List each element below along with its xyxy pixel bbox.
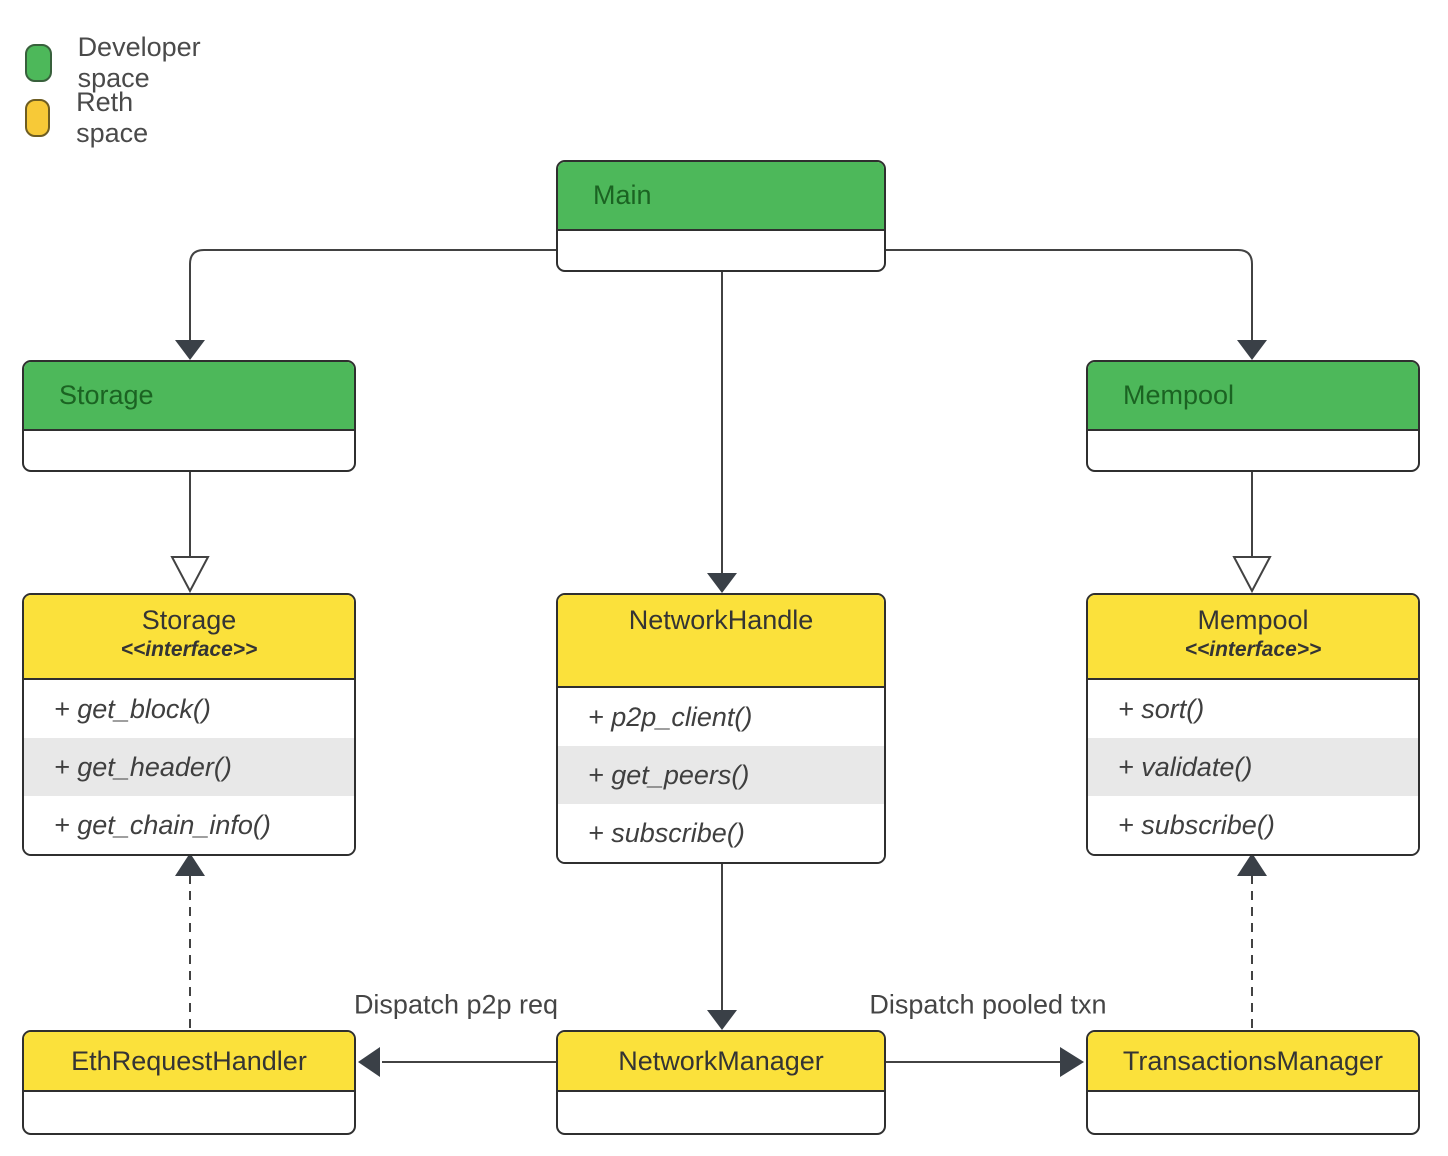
method-row: + p2p_client()	[558, 688, 884, 746]
arrowhead-manager-to-eth-request	[358, 1047, 380, 1077]
node-network-handle-header: NetworkHandle	[558, 595, 884, 688]
node-storage-interface-header: Storage <<interface>>	[24, 595, 354, 680]
arrowhead-network-handle-to-manager	[707, 1010, 737, 1030]
interface-stereotype: <<interface>>	[1184, 638, 1322, 661]
reth-space-swatch	[25, 99, 51, 137]
node-storage: Storage	[22, 360, 356, 472]
node-mempool: Mempool	[1086, 360, 1420, 472]
node-main: Main	[556, 160, 886, 272]
node-network-handle-title: NetworkHandle	[628, 605, 814, 635]
edge-main-to-storage	[189, 249, 556, 342]
method-row: + get_block()	[24, 680, 354, 738]
node-mempool-interface-header: Mempool <<interface>>	[1088, 595, 1418, 680]
node-storage-interface-title: Storage	[141, 605, 237, 635]
hollow-arrowhead-storage-realization	[170, 556, 210, 594]
method-row: + sort()	[1088, 680, 1418, 738]
method-row: + get_chain_info()	[24, 796, 354, 854]
node-storage-title: Storage	[24, 362, 354, 431]
edge-label-dispatch-pooled: Dispatch pooled txn	[869, 989, 1107, 1020]
arrowhead-transactions-to-mempool-interface	[1237, 853, 1267, 876]
interface-stereotype: <<interface>>	[120, 638, 258, 661]
hollow-arrowhead-mempool-realization	[1232, 556, 1272, 594]
legend-label: Developer space	[77, 32, 201, 93]
legend-label: Reth space	[76, 87, 149, 148]
node-eth-request-handler: EthRequestHandler	[22, 1030, 356, 1135]
arrowhead-main-to-network-handle	[707, 573, 737, 593]
node-eth-request-handler-title: EthRequestHandler	[24, 1032, 354, 1092]
method-row: + subscribe()	[1088, 796, 1418, 854]
node-mempool-interface-title: Mempool	[1197, 605, 1309, 635]
legend-item-developer-space: Developer space	[25, 32, 212, 94]
method-row: + subscribe()	[558, 804, 884, 862]
arrowhead-main-to-mempool	[1237, 340, 1267, 360]
arrowhead-manager-to-transactions	[1060, 1047, 1084, 1077]
edge-label-dispatch-p2p: Dispatch p2p req	[353, 989, 559, 1020]
node-mempool-interface: Mempool <<interface>> + sort() + validat…	[1086, 593, 1420, 856]
edge-main-to-mempool	[886, 249, 1253, 342]
node-storage-interface: Storage <<interface>> + get_block() + ge…	[22, 593, 356, 856]
node-network-handle: NetworkHandle + p2p_client() + get_peers…	[556, 593, 886, 864]
method-row: + get_peers()	[558, 746, 884, 804]
arrowhead-eth-request-to-storage-interface	[175, 853, 205, 876]
node-main-title: Main	[558, 162, 884, 231]
arrowhead-main-to-storage	[175, 340, 205, 360]
legend-item-reth-space: Reth space	[25, 87, 161, 149]
node-network-manager-title: NetworkManager	[558, 1032, 884, 1092]
node-transactions-manager: TransactionsManager	[1086, 1030, 1420, 1135]
node-transactions-manager-title: TransactionsManager	[1088, 1032, 1418, 1092]
node-network-manager: NetworkManager	[556, 1030, 886, 1135]
method-row: + validate()	[1088, 738, 1418, 796]
method-row: + get_header()	[24, 738, 354, 796]
node-mempool-title: Mempool	[1088, 362, 1418, 431]
developer-space-swatch	[25, 44, 52, 82]
